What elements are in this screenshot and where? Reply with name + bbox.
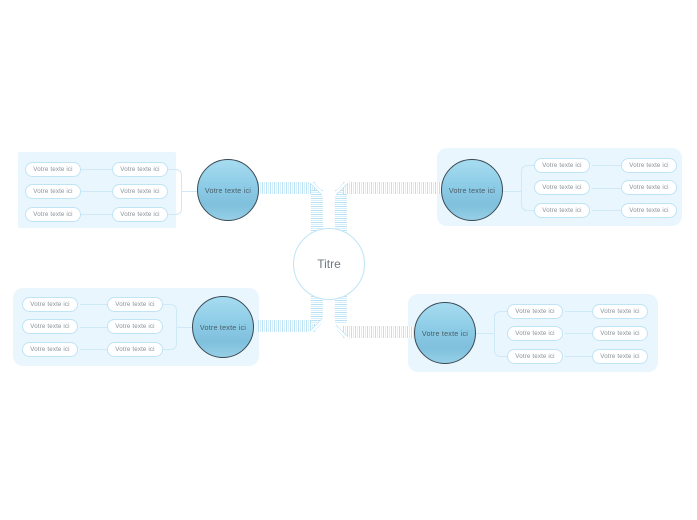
pill-label: Votre texte ici — [120, 211, 160, 218]
line-br-inner-1 — [565, 311, 594, 312]
line-tl-to-circle — [181, 191, 203, 192]
ribbon-miter-bottom-left — [309, 318, 325, 334]
line-br-inner-3 — [565, 356, 594, 357]
pill-label: Votre texte ici — [600, 330, 640, 337]
ribbon-bottom-right-horizontal — [343, 326, 416, 338]
line-tr-to-circle — [502, 191, 522, 192]
branch-circle-label: Votre texte ici — [448, 185, 496, 195]
pill-label: Votre texte ici — [542, 184, 582, 191]
line-tr-inner-2 — [592, 188, 623, 189]
pill-label: Votre texte ici — [542, 207, 582, 214]
pill-bl-outer-2[interactable]: Votre texte ici — [22, 319, 78, 334]
pill-tl-inner-1[interactable]: Votre texte ici — [112, 162, 168, 177]
pill-br-outer-3[interactable]: Votre texte ici — [592, 349, 648, 364]
pill-br-inner-1[interactable]: Votre texte ici — [507, 304, 563, 319]
pill-bl-outer-3[interactable]: Votre texte ici — [22, 342, 78, 357]
pill-br-inner-3[interactable]: Votre texte ici — [507, 349, 563, 364]
pill-label: Votre texte ici — [33, 211, 73, 218]
pill-label: Votre texte ici — [30, 301, 70, 308]
branch-circle-label: Votre texte ici — [421, 328, 469, 338]
pill-tl-outer-3[interactable]: Votre texte ici — [25, 207, 81, 222]
line-tl-inner-3 — [80, 214, 114, 215]
ribbon-bottom-left-horizontal — [258, 320, 315, 332]
pill-label: Votre texte ici — [600, 308, 640, 315]
center-node-label: Titre — [317, 257, 341, 271]
pill-label: Votre texte ici — [515, 330, 555, 337]
pill-label: Votre texte ici — [542, 162, 582, 169]
line-tr-inner-1 — [592, 165, 623, 166]
pill-tr-outer-1[interactable]: Votre texte ici — [621, 158, 677, 173]
pill-label: Votre texte ici — [30, 346, 70, 353]
branch-circle-bottom-right[interactable]: Votre texte ici — [414, 302, 476, 364]
ribbon-top-left-horizontal — [258, 182, 315, 194]
line-tr-inner-3 — [592, 210, 623, 211]
ribbon-miter-top-left — [309, 180, 325, 196]
pill-label: Votre texte ici — [120, 188, 160, 195]
pill-tr-outer-3[interactable]: Votre texte ici — [621, 203, 677, 218]
pill-bl-inner-2[interactable]: Votre texte ici — [107, 319, 163, 334]
pill-label: Votre texte ici — [600, 353, 640, 360]
pill-label: Votre texte ici — [515, 353, 555, 360]
branch-circle-bottom-left[interactable]: Votre texte ici — [192, 296, 254, 358]
pill-label: Votre texte ici — [33, 166, 73, 173]
pill-label: Votre texte ici — [115, 301, 155, 308]
pill-label: Votre texte ici — [33, 188, 73, 195]
pill-bl-outer-1[interactable]: Votre texte ici — [22, 297, 78, 312]
pill-tl-inner-2[interactable]: Votre texte ici — [112, 184, 168, 199]
branch-circle-label: Votre texte ici — [204, 185, 252, 195]
ribbon-miter-top-right — [333, 180, 349, 196]
line-bl-inner-2 — [80, 327, 108, 328]
branch-circle-top-right[interactable]: Votre texte ici — [441, 159, 503, 221]
pill-br-outer-2[interactable]: Votre texte ici — [592, 326, 648, 341]
line-tl-inner-2 — [80, 191, 114, 192]
branch-circle-label: Votre texte ici — [199, 322, 247, 332]
pill-label: Votre texte ici — [115, 323, 155, 330]
line-bl-inner-3 — [80, 349, 108, 350]
elbow-tl — [168, 169, 182, 215]
pill-tr-inner-2[interactable]: Votre texte ici — [534, 180, 590, 195]
pill-label: Votre texte ici — [629, 184, 669, 191]
ribbon-miter-bottom-right — [333, 324, 349, 340]
center-node-title[interactable]: Titre — [293, 228, 365, 300]
line-bl-inner-1 — [80, 304, 108, 305]
line-br-inner-2 — [565, 333, 594, 334]
pill-label: Votre texte ici — [120, 166, 160, 173]
pill-bl-inner-3[interactable]: Votre texte ici — [107, 342, 163, 357]
branch-circle-top-left[interactable]: Votre texte ici — [197, 159, 259, 221]
ribbon-top-right-horizontal — [343, 182, 443, 194]
pill-tr-inner-3[interactable]: Votre texte ici — [534, 203, 590, 218]
pill-label: Votre texte ici — [115, 346, 155, 353]
line-bl-to-circle — [176, 327, 198, 328]
pill-tl-inner-3[interactable]: Votre texte ici — [112, 207, 168, 222]
pill-label: Votre texte ici — [30, 323, 70, 330]
line-br-to-circle — [475, 333, 495, 334]
elbow-tr — [521, 165, 535, 211]
pill-br-outer-1[interactable]: Votre texte ici — [592, 304, 648, 319]
elbow-bl — [163, 304, 177, 350]
pill-bl-inner-1[interactable]: Votre texte ici — [107, 297, 163, 312]
elbow-br — [494, 311, 508, 357]
line-tl-inner-1 — [80, 169, 114, 170]
pill-label: Votre texte ici — [629, 207, 669, 214]
pill-br-inner-2[interactable]: Votre texte ici — [507, 326, 563, 341]
pill-tl-outer-2[interactable]: Votre texte ici — [25, 184, 81, 199]
pill-tl-outer-1[interactable]: Votre texte ici — [25, 162, 81, 177]
pill-label: Votre texte ici — [629, 162, 669, 169]
pill-tr-outer-2[interactable]: Votre texte ici — [621, 180, 677, 195]
pill-label: Votre texte ici — [515, 308, 555, 315]
pill-tr-inner-1[interactable]: Votre texte ici — [534, 158, 590, 173]
